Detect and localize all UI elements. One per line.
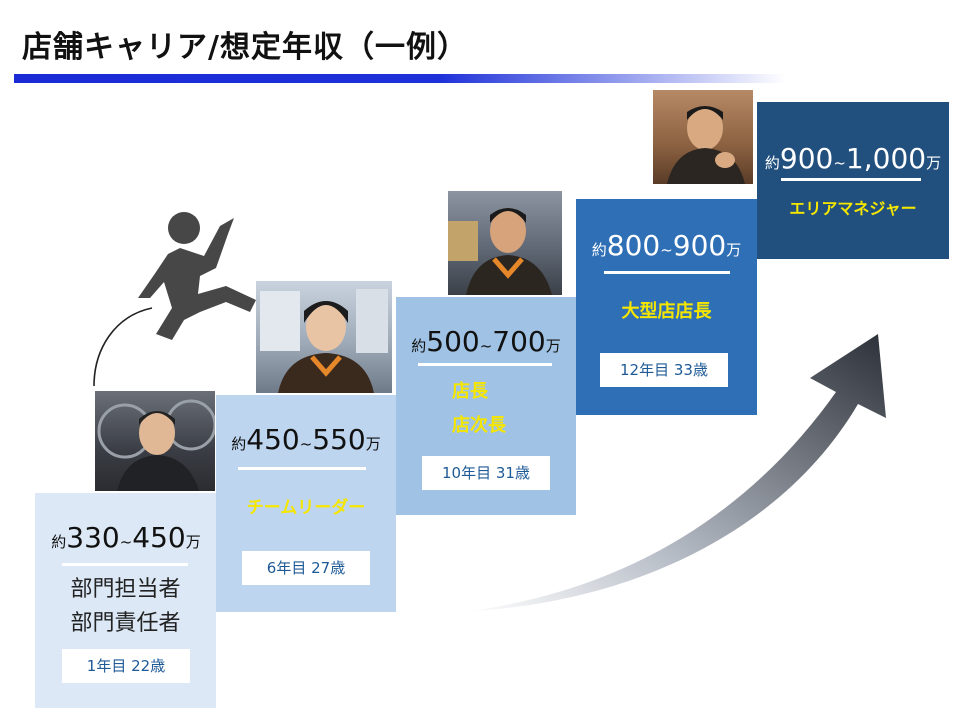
- divider: [238, 467, 366, 470]
- salary-range: 約800~900万: [591, 229, 742, 262]
- years-badge: 6年目 27歳: [242, 551, 370, 585]
- page-title: 店舗キャリア/想定年収（一例）: [22, 30, 468, 65]
- divider: [62, 563, 188, 566]
- employee-photo: [448, 191, 562, 295]
- salary-range: 約450~550万: [231, 423, 381, 456]
- salary-range: 約900~1,000万: [764, 142, 942, 175]
- career-step-4: 約800~900万 大型店店長 12年目 33歳: [576, 199, 757, 415]
- jumping-person-icon: [93, 212, 256, 387]
- employee-photo: [95, 391, 215, 491]
- salary-range: 約330~450万: [51, 521, 201, 554]
- divider: [604, 271, 730, 274]
- divider: [781, 178, 921, 181]
- years-badge: 10年目 31歳: [422, 456, 550, 490]
- role-title: 大型店店長: [621, 301, 712, 322]
- years-badge: 12年目 33歳: [600, 353, 728, 387]
- title-underline: [14, 74, 786, 83]
- years-badge: 1年目 22歳: [62, 649, 190, 683]
- employee-photo: [653, 90, 753, 184]
- role-title: 部門担当者 部門責任者: [70, 577, 181, 636]
- role-title: エリアマネジャー: [789, 199, 917, 218]
- career-step-2: 約450~550万 チームリーダー 6年目 27歳: [216, 281, 396, 612]
- salary-range: 約500~700万: [411, 325, 561, 358]
- career-step-5: 約900~1,000万 エリアマネジャー: [653, 90, 949, 259]
- career-step-1: 約330~450万 部門担当者 部門責任者 1年目 22歳: [35, 391, 216, 708]
- role-title: チームリーダー: [246, 498, 366, 518]
- career-step-3: 約500~700万 店長 店次長 10年目 31歳: [396, 191, 576, 515]
- employee-photo: [256, 281, 392, 393]
- divider: [418, 363, 552, 366]
- role-title: 店長 店次長: [452, 381, 506, 436]
